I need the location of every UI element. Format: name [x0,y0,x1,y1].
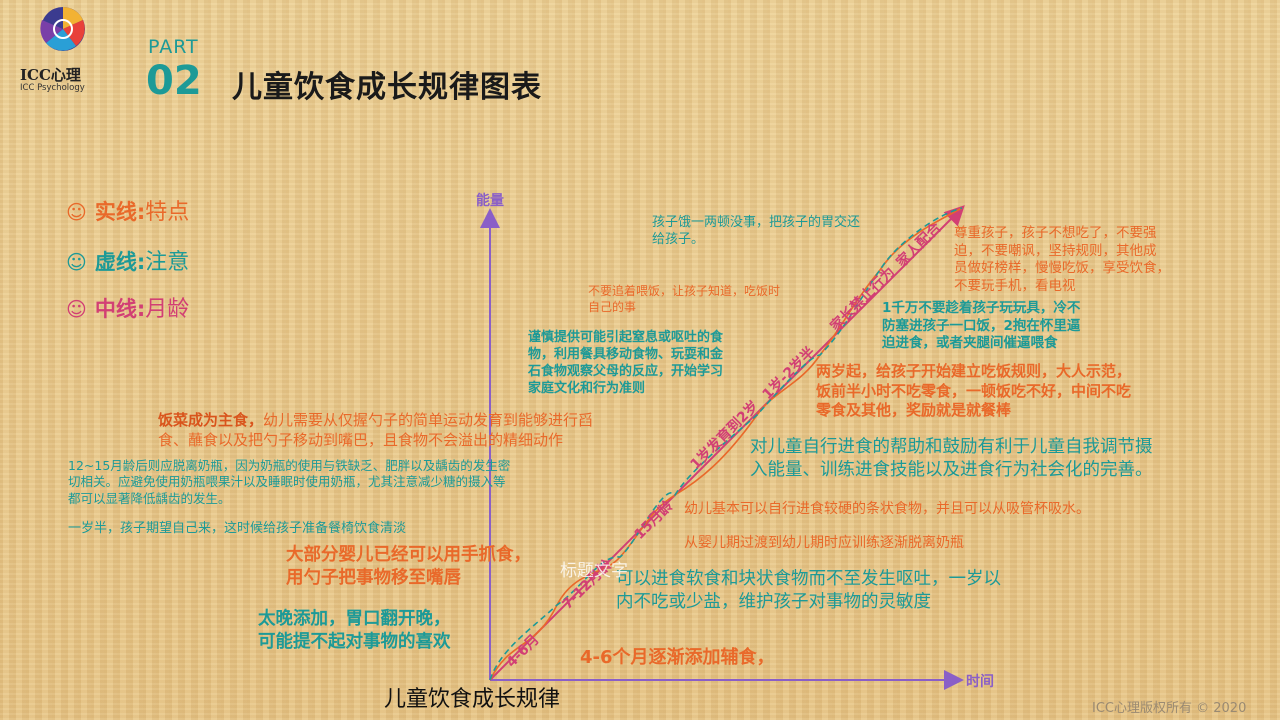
logo-subtitle: ICC Psychology [20,83,85,93]
stage-label: 家人配合 [893,219,945,271]
dashed-line [489,207,963,681]
note-hard-food: 幼儿基本可以自行进食较硬的条状食物，并且可以从吸管杯吸水。 [684,501,1090,517]
note-soft-food: 可以进食软食和块状食物而不至发生呕吐，一岁以 内不吃或少盐，维护孩子对事物的灵敏… [616,569,1001,612]
smiley-icon: ☺ [66,250,87,274]
note-careful-food: 谨慎提供可能引起窒息或呕吐的食 物，利用餐具移动食物、玩耍和金 石食物观察父母的… [528,330,724,396]
legend-dashed-line: ☺虚线:注意 [66,250,190,275]
stage-label: 1岁-2岁半 [759,343,819,403]
logo-name: ICC心理 [20,66,81,84]
note-one-and-half: 一岁半，孩子期望自己来，这时候给孩子准备餐椅饮食清淡 [68,521,407,536]
note-wean-bottle: 从婴儿期过渡到幼儿期时应训练逐渐脱离奶瓶 [684,535,964,551]
note-hunger: 孩子饿一两顿没事，把孩子的胃交还 给孩子。 [652,215,861,247]
note-self-feeding: 对儿童自行进食的帮助和鼓励有利于儿童自我调节摄 入能量、训练进食技能以及进食行为… [750,437,1153,480]
note-main-food-bold: 饭菜成为主食， [158,411,264,429]
y-axis-label: 能量 [476,192,504,209]
x-axis-label: 时间 [966,673,994,690]
page-title: 儿童饮食成长规律图表 [232,70,542,105]
legend-meaning: 特点 [145,200,190,225]
note-main-food: 饭菜成为主食，幼儿需要从仅握勺子的简单运动发育到能够进行舀 食、蘸食以及把勺子移… [158,411,593,450]
logo-circle-icon [40,7,85,51]
note-too-late: 太晚添加，胃口翻开晚， 可能提不起对事物的喜欢 [258,609,451,652]
legend-meaning: 月龄 [145,297,190,322]
note-no-chasing: 不要追着喂饭，让孩子知道，吃饭时 自己的事 [588,284,781,314]
smiley-icon: ☺ [66,297,87,321]
copyright: ICC心理版权所有 © 2020 [1092,701,1247,716]
part-number: 02 [146,58,202,104]
note-hand-grab: 大部分婴儿已经可以用手抓食， 用勺子把事物移至嘴唇 [286,545,531,588]
stage-label: 4-6月 [504,632,543,671]
stage-label: 15月龄 [631,497,677,543]
legend-center-line: ☺中线:月龄 [66,297,190,322]
smiley-icon: ☺ [66,200,87,224]
note-main-food-text: 幼儿需要从仅握勺子的简单运动发育到能够进行舀 食、蘸食以及把勺子移动到嘴巴，且食… [158,411,594,449]
note-respect: 尊重孩子，孩子不想吃了，不要强 迫，不要嘲讽，坚持规则，其他成 员做好榜样，慢慢… [954,225,1170,294]
diagram-title: 儿童饮食成长规律 [384,687,561,712]
note-bottle: 12~15月龄后则应脱离奶瓶，因为奶瓶的使用与铁缺乏、肥胖以及龋齿的发生密 切相… [68,458,511,506]
note-four-six-months: 4-6个月逐渐添加辅食， [580,647,775,668]
legend-term: 中线 [94,297,137,321]
note-parent-forbidden: 1千万不要趁着孩子玩玩具，冷不 防塞进孩子一口饭，2抱在怀里逼 迫进食，或者夹腿… [882,300,1081,352]
watermark-placeholder: 标题文字 [560,561,628,581]
legend-solid-line: ☺实线:特点 [66,200,190,225]
part-label: PART [148,36,199,58]
legend-term: 实线 [94,200,137,224]
note-two-years: 两岁起，给孩子开始建立吃饭规则，大人示范， 饭前半小时不吃零食，一顿饭吃不好，中… [816,362,1132,419]
legend-term: 虚线 [94,250,137,274]
center-line [489,205,965,681]
legend-meaning: 注意 [145,250,190,275]
